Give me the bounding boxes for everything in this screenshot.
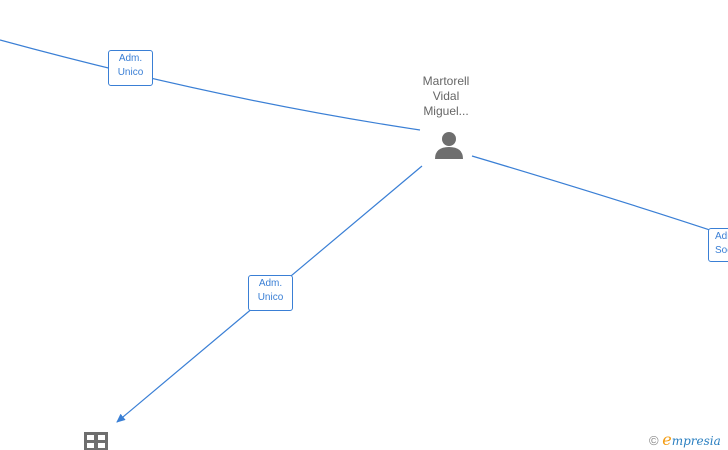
person-name-line: Miguel... [423,104,469,118]
relationship-label-bottom[interactable]: Adm. Unico [248,275,293,311]
relationship-label-line: Adm. [258,278,283,289]
person-name-line: Vidal [432,89,460,103]
edge-top-left [0,39,421,131]
footer-brand: © empresia [649,430,721,449]
relationship-label-top[interactable]: Adm. Unico [108,50,153,86]
relationship-label-line: Adm. [118,53,143,64]
person-name[interactable]: Martorell Vidal Miguel... [406,74,486,119]
relationship-label-line: Soc. [715,245,728,256]
brand-logo-text: mpresia [671,434,721,448]
edge-right [471,155,728,237]
person-name-line: Martorell [422,74,470,88]
copyright-icon: © [649,433,659,448]
relationship-label-line: Unico [117,67,144,78]
relationship-label-line: Adm. [715,231,728,242]
relationship-label-line: Unico [257,292,284,303]
relationship-label-right[interactable]: Adm. Soc. [708,228,728,262]
person-icon[interactable] [434,130,464,160]
building-icon[interactable] [84,432,108,450]
brand-logo-initial: e [662,430,672,449]
